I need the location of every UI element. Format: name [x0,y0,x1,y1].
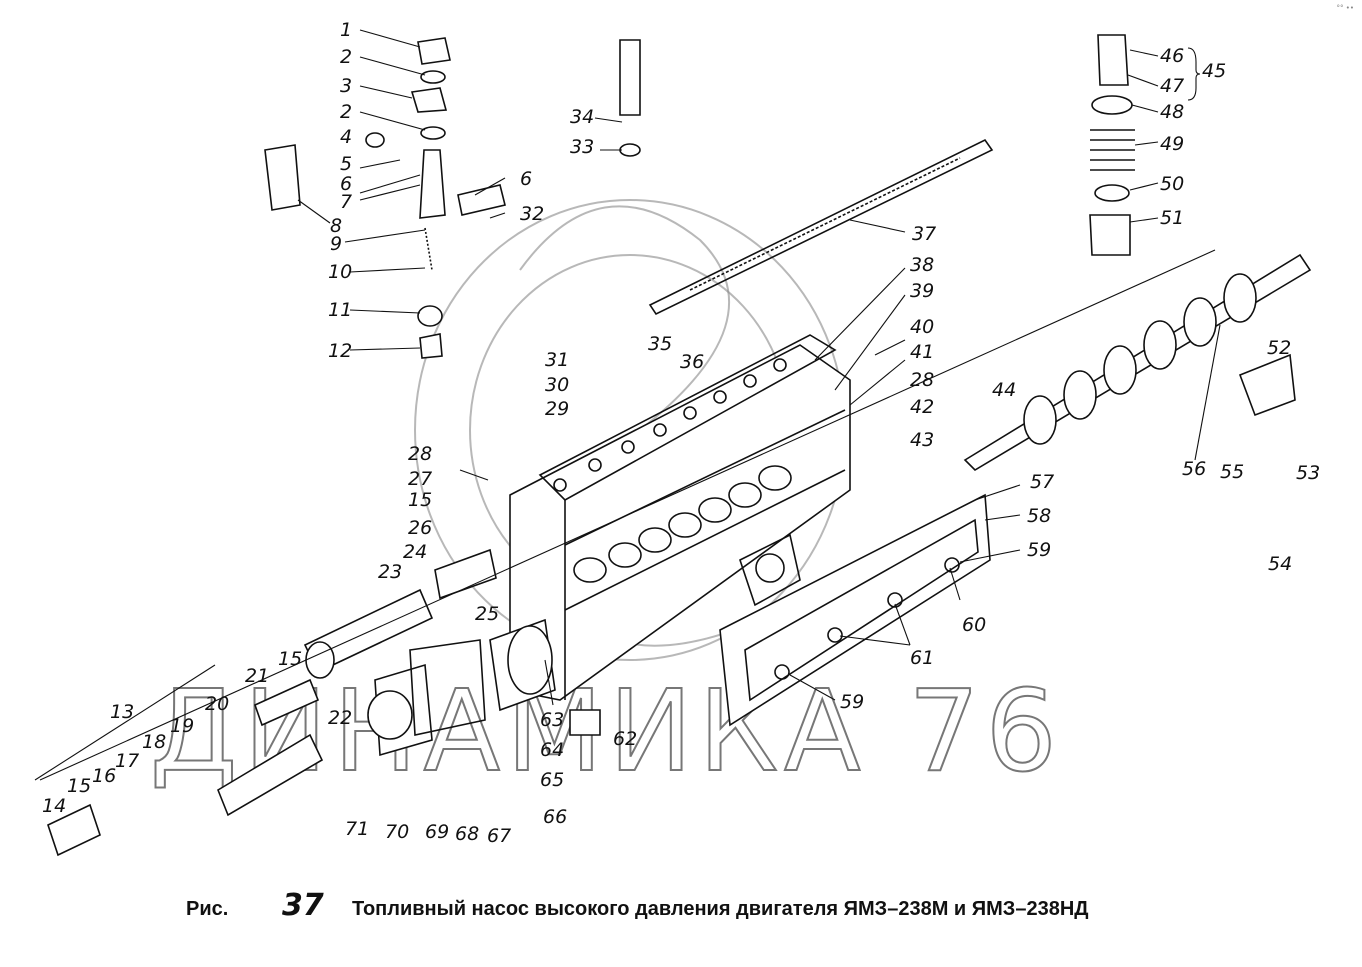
control-rack [648,138,994,316]
callout-9: 9 [330,233,342,255]
callout-23: 23 [378,561,402,583]
callout-14: 14 [42,795,66,817]
callout-55: 55 [1220,461,1244,483]
caption-prefix: Рис. [186,898,229,920]
delivery-valve-parts [264,37,506,359]
callout-32: 32 [520,203,544,225]
callout-59b: 59 [840,691,864,713]
callout-48: 48 [1160,101,1184,123]
callout-7: 7 [340,191,352,213]
regulator-pin [619,39,641,157]
callout-16: 16 [92,765,116,787]
callout-13: 13 [110,701,134,723]
callout-61: 61 [910,647,934,669]
callout-29: 29 [545,398,569,420]
callout-36: 36 [680,351,704,373]
callout-53: 53 [1296,462,1320,484]
callout-labels: 1 2 3 2 4 5 6 7 8 9 10 11 12 34 33 6 32 … [42,19,1320,847]
callout-24: 24 [403,541,427,563]
callout-67: 67 [487,825,511,847]
callout-68: 68 [455,823,479,845]
callout-69: 69 [425,821,449,843]
callout-50: 50 [1160,173,1184,195]
callout-3: 3 [340,75,352,97]
callout-2: 2 [340,46,352,68]
callout-15b: 15 [278,648,302,670]
callout-64: 64 [540,739,564,761]
fuel-pump-assembly [47,548,601,857]
callout-15c: 15 [67,775,91,797]
callout-31: 31 [545,349,569,371]
callout-39: 39 [910,280,934,302]
callout-30: 30 [545,374,569,396]
callout-28b: 28 [408,443,432,465]
callout-49: 49 [1160,133,1184,155]
callout-54: 54 [1268,553,1292,575]
callout-58: 58 [1027,505,1051,527]
callout-47: 47 [1160,75,1184,97]
callout-25: 25 [475,603,499,625]
callout-6: 6 [340,173,352,195]
pusher-parts [1089,34,1135,256]
callout-2b: 2 [340,101,352,123]
callout-60: 60 [962,614,986,636]
figure-caption: Рис. 37 Топливный насос высокого давлени… [186,888,1089,928]
caption-number: 37 [282,888,324,923]
callout-40: 40 [910,316,934,338]
callout-33: 33 [570,136,594,158]
callout-70: 70 [385,821,409,843]
callout-41: 41 [910,341,934,363]
callout-66: 66 [543,806,567,828]
callout-38: 38 [910,254,934,276]
callout-46: 46 [1160,45,1184,67]
callout-10: 10 [328,261,352,283]
callout-52: 52 [1267,337,1291,359]
callout-4: 4 [340,126,352,148]
callout-17: 17 [115,750,139,772]
caption-title: Топливный насос высокого давления двигат… [352,898,1089,920]
callout-43: 43 [910,429,934,451]
callout-45: 45 [1202,60,1226,82]
side-cover [719,493,991,727]
callout-44: 44 [992,379,1016,401]
callout-27: 27 [408,468,432,490]
callout-28: 28 [910,369,934,391]
callout-21: 21 [245,665,269,687]
callout-12: 12 [328,340,352,362]
callout-22: 22 [328,707,352,729]
corner-mark: °° •• [1336,4,1354,12]
callout-11: 11 [328,299,352,321]
callout-19: 19 [170,715,194,737]
callout-56: 56 [1182,458,1206,480]
callout-34: 34 [570,106,594,128]
callout-62: 62 [613,728,637,750]
callout-1: 1 [340,19,352,41]
callout-42: 42 [910,396,934,418]
callout-6b: 6 [520,168,532,190]
callout-35: 35 [648,333,672,355]
callout-15: 15 [408,489,432,511]
top-holes [553,358,787,492]
callout-63: 63 [540,709,564,731]
callout-59: 59 [1027,539,1051,561]
callout-71: 71 [345,818,369,840]
callout-8: 8 [330,215,342,237]
camshaft [963,253,1312,472]
callout-26: 26 [408,517,432,539]
plunger-bores [573,465,792,583]
brace-45 [1187,47,1201,101]
callout-18: 18 [142,731,166,753]
callout-5: 5 [340,153,352,175]
callout-51: 51 [1160,207,1184,229]
callout-57: 57 [1030,471,1054,493]
leader-lines [34,29,1221,781]
callout-37: 37 [912,223,936,245]
callout-65: 65 [540,769,564,791]
callout-20: 20 [205,693,229,715]
